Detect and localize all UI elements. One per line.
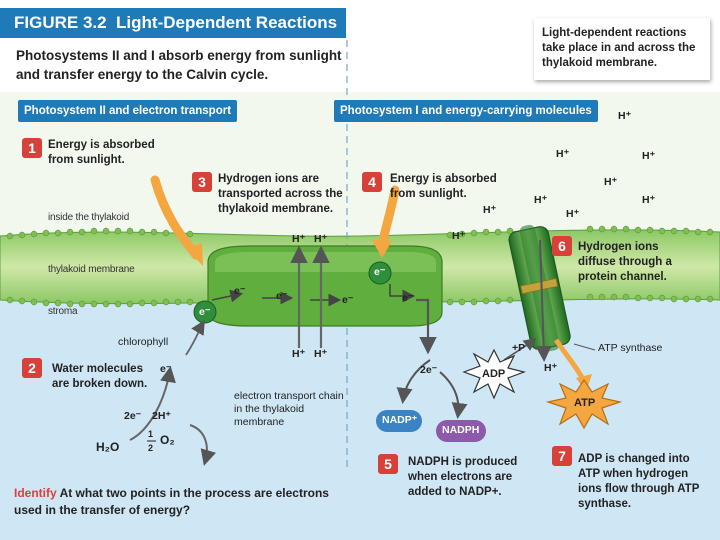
atp-synthase-label: ATP synthase [598, 342, 663, 354]
step-7-badge: 7 [552, 446, 572, 466]
h-plus-label: H⁺ [544, 362, 558, 374]
step-4-badge: 4 [362, 172, 382, 192]
region-label-stroma: stroma [48, 306, 78, 317]
step-2-badge: 2 [22, 358, 42, 378]
two-electrons-label: 2e⁻ [124, 410, 142, 422]
electron-on-chlorophyll: e⁻ [199, 306, 211, 318]
step-2-text: Water molecules are broken down. [52, 363, 148, 390]
h-plus-label: H⁺ [452, 230, 466, 242]
h-plus-label: H⁺ [292, 233, 306, 245]
h-plus-label: H⁺ [314, 348, 328, 360]
electron-label: e⁻ [160, 363, 172, 375]
electron-chain-label: electron transport chain in the thylakoi… [234, 390, 344, 428]
oxygen-label: O₂ [160, 433, 175, 447]
h-plus-label: H⁺ [534, 194, 548, 206]
step-6-badge: 6 [552, 236, 572, 256]
atp-label: ATP [574, 397, 596, 409]
step-6-text: Hydrogen ions diffuse through a protein … [578, 241, 672, 283]
figure-subtitle: Photosystems II and I absorb energy from… [16, 48, 342, 82]
region-label-inside: inside the thylakoid [48, 212, 130, 223]
h-plus-label: H⁺ [292, 348, 306, 360]
h-plus-label: H⁺ [483, 204, 497, 216]
step-7-text: ADP is changed into ATP when hydrogen io… [578, 453, 700, 510]
protein-complex-highlight [215, 252, 436, 272]
chlorophyll-sphere-ps1 [368, 261, 392, 285]
nadp-arrow [396, 359, 431, 404]
nadph-pill [436, 420, 486, 442]
tab-photosystem-ii: Photosystem II and electron transport [18, 100, 238, 122]
water-split-arrow [129, 366, 176, 441]
step-3-badge: 3 [192, 172, 212, 192]
step-4-text: Energy is absorbed from sunlight. [390, 173, 497, 200]
h-plus-label: H⁺ [642, 150, 656, 162]
water-label: H₂O [96, 440, 120, 454]
two-electrons-label: 2e⁻ [420, 364, 438, 376]
chlorophyll-sphere-ps2 [193, 300, 217, 324]
chlorophyll-label: chlorophyll [118, 336, 169, 348]
nadp-label: NADP⁺ [382, 414, 418, 426]
atp-synthase-channel [508, 224, 571, 352]
step-5-badge: 5 [378, 454, 398, 474]
plus-p-label: +P [512, 342, 526, 354]
electron-on-chlorophyll: e⁻ [374, 266, 386, 278]
step-1-badge: 1 [22, 138, 42, 158]
figure-header: FIGURE 3.2 Light-Dependent Reactions [0, 8, 346, 38]
atp-starburst [545, 378, 623, 430]
tab-photosystem-i: Photosystem I and energy-carrying molecu… [334, 100, 598, 122]
electron-path [211, 289, 244, 303]
electron-label: e⁻ [234, 285, 246, 297]
region-label-membrane: thylakoid membrane [48, 264, 135, 275]
channel-h-arrow [535, 239, 552, 362]
h-plus-label: H⁺ [642, 194, 656, 206]
identify-question: Identify At what two points in the proce… [14, 485, 334, 519]
nadph-label: NADPH [442, 424, 480, 436]
step-1-text: Energy is absorbed from sunlight. [48, 139, 155, 166]
side-note: Light-dependent reactions take place in … [534, 18, 710, 80]
step-5-text: NADPH is produced when electrons are add… [408, 456, 518, 498]
half-numerator: 1 [148, 429, 154, 439]
lipid-heads [6, 225, 714, 308]
identify-keyword: Identify [14, 486, 57, 500]
h-plus-label: H⁺ [566, 208, 580, 220]
two-h-plus-label: 2H⁺ [152, 410, 171, 422]
electron-label: e⁻ [342, 294, 354, 306]
adp-starburst [462, 348, 527, 400]
step-3-text: Hydrogen ions are transported across the… [218, 173, 343, 215]
half-denominator: 2 [148, 443, 154, 453]
identify-question-text: At what two points in the process are el… [14, 486, 329, 517]
h-plus-label: H⁺ [314, 233, 328, 245]
nadp-pill [376, 410, 422, 432]
h-plus-label: H⁺ [604, 176, 618, 188]
electron-label: e⁻ [402, 292, 414, 304]
figure-label: FIGURE 3.2 [14, 13, 107, 32]
h-plus-label: H⁺ [618, 110, 632, 122]
electron-label: e⁻ [276, 290, 288, 302]
adp-label: ADP [482, 368, 506, 380]
figure-title: Light-Dependent Reactions [116, 13, 338, 32]
h-plus-label: H⁺ [556, 148, 570, 160]
